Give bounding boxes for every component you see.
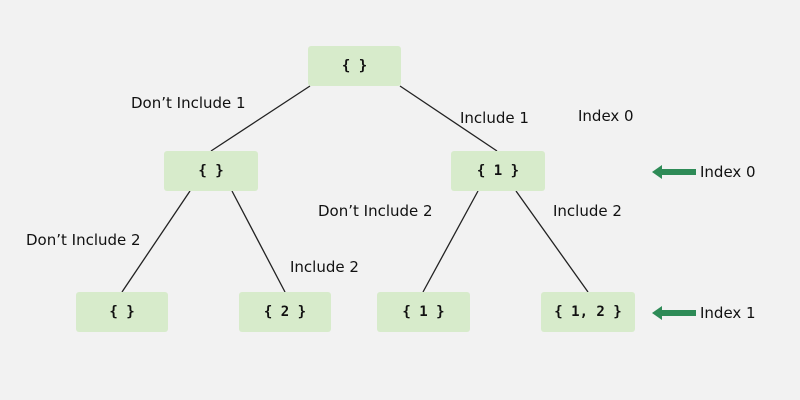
index-label-level2: Index 1 [700, 304, 756, 322]
edge-label-right-rl: Don’t Include 2 [318, 202, 433, 220]
edge-right-rl [422, 190, 479, 293]
edge-root-left [210, 85, 311, 152]
edge-label-root-right: Include 1 [460, 109, 529, 127]
edge-label-right-rr: Include 2 [553, 202, 622, 220]
arrow-left-icon [652, 306, 696, 320]
edge-right-rr [515, 190, 589, 293]
arrow-left-icon [652, 165, 696, 179]
node-left-right: { 2 } [239, 292, 331, 332]
node-right-right: { 1, 2 } [541, 292, 635, 332]
node-right: { 1 } [451, 151, 545, 191]
edge-root-right [399, 85, 498, 152]
edge-label-left-ll: Don’t Include 2 [26, 231, 141, 249]
edge-label-left-lr: Include 2 [290, 258, 359, 276]
edge-left-lr [231, 190, 286, 293]
edge-left-ll [121, 190, 191, 293]
node-left-left: { } [76, 292, 168, 332]
edge-label-root-left: Don’t Include 1 [131, 94, 246, 112]
node-right-left: { 1 } [377, 292, 470, 332]
index-label-top: Index 0 [578, 107, 634, 125]
node-left: { } [164, 151, 258, 191]
node-root: { } [308, 46, 401, 86]
index-label-level1: Index 0 [700, 163, 756, 181]
